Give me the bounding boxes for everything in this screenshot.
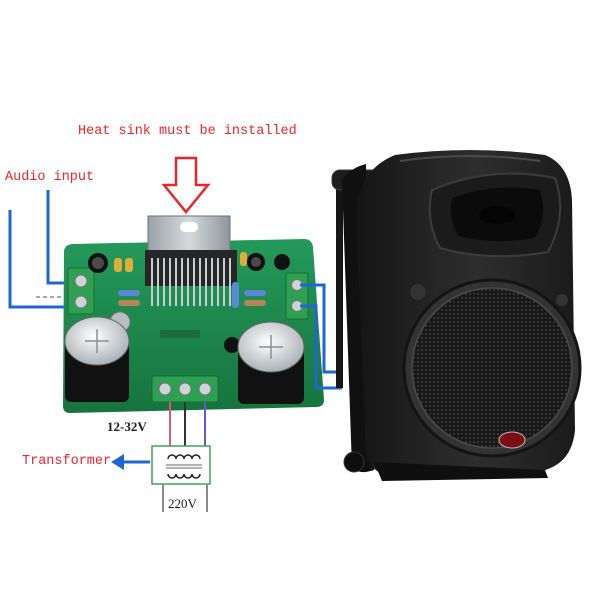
- filter-capacitor-right: [237, 321, 305, 404]
- chip-heat-tab: [147, 215, 231, 253]
- small-capacitor: [274, 254, 290, 270]
- primary-coil: [167, 473, 201, 479]
- small-components: [88, 252, 290, 353]
- speaker-wires: [300, 283, 342, 390]
- cabinet-bumper: [556, 294, 568, 306]
- arrow-down-outline-icon: [161, 156, 211, 214]
- chip-pins: [151, 258, 231, 306]
- grille-ring: [411, 287, 573, 449]
- horn-throat: [479, 206, 515, 224]
- amplifier-chip: [145, 215, 237, 306]
- speaker-terminal-block: [285, 272, 309, 320]
- input-terminal-block: [67, 267, 95, 315]
- resistor: [118, 290, 140, 296]
- wheel: [343, 451, 365, 473]
- arrow-left-icon: [111, 454, 150, 470]
- speaker-wire-negative: [300, 304, 342, 390]
- audio-input-label: Audio input: [5, 170, 95, 185]
- cabinet-top-rim: [399, 155, 541, 162]
- terminal-screw: [178, 382, 192, 396]
- speaker-wire-positive: [300, 283, 342, 374]
- telescopic-handle: [336, 188, 343, 388]
- heat-sink-note: Heat sink must be installed: [78, 124, 297, 139]
- woofer-grille: [412, 288, 572, 448]
- terminal-screw: [74, 295, 88, 309]
- filter-capacitor-left: [64, 316, 130, 402]
- mains-voltage-label: 220V: [168, 496, 197, 511]
- terminal-screw: [74, 274, 88, 288]
- terminal-body: [67, 267, 95, 315]
- small-capacitor-top: [251, 257, 261, 267]
- film-capacitor: [114, 258, 122, 272]
- small-capacitor: [224, 337, 240, 353]
- pa-speaker: [331, 150, 582, 481]
- chip-body: [145, 250, 237, 286]
- terminal-screw: [198, 382, 212, 396]
- supply-voltage-label: 12-32V: [107, 419, 147, 434]
- resistor: [244, 300, 266, 306]
- cabinet-bumper: [410, 284, 426, 300]
- capacitor-vent: [85, 329, 109, 353]
- power-supply: [111, 402, 211, 512]
- resistor: [244, 290, 266, 296]
- chip-mount-slot: [180, 222, 198, 232]
- resistor: [232, 282, 239, 308]
- small-capacitor-top: [92, 257, 104, 269]
- pcb-trace: [160, 330, 200, 338]
- secondary-coil: [167, 454, 201, 460]
- film-capacitor: [125, 258, 133, 272]
- capacitor-vent: [259, 335, 283, 359]
- cabinet-base: [374, 462, 548, 481]
- terminal-screw: [158, 382, 172, 396]
- resistor: [118, 300, 140, 306]
- audio-wire-second: [8, 210, 80, 309]
- brand-badge: [498, 431, 526, 449]
- film-capacitor: [240, 252, 247, 266]
- amplifier-board: [63, 215, 324, 413]
- transformer-label: Transformer: [22, 454, 112, 469]
- power-terminal-block: [151, 375, 219, 403]
